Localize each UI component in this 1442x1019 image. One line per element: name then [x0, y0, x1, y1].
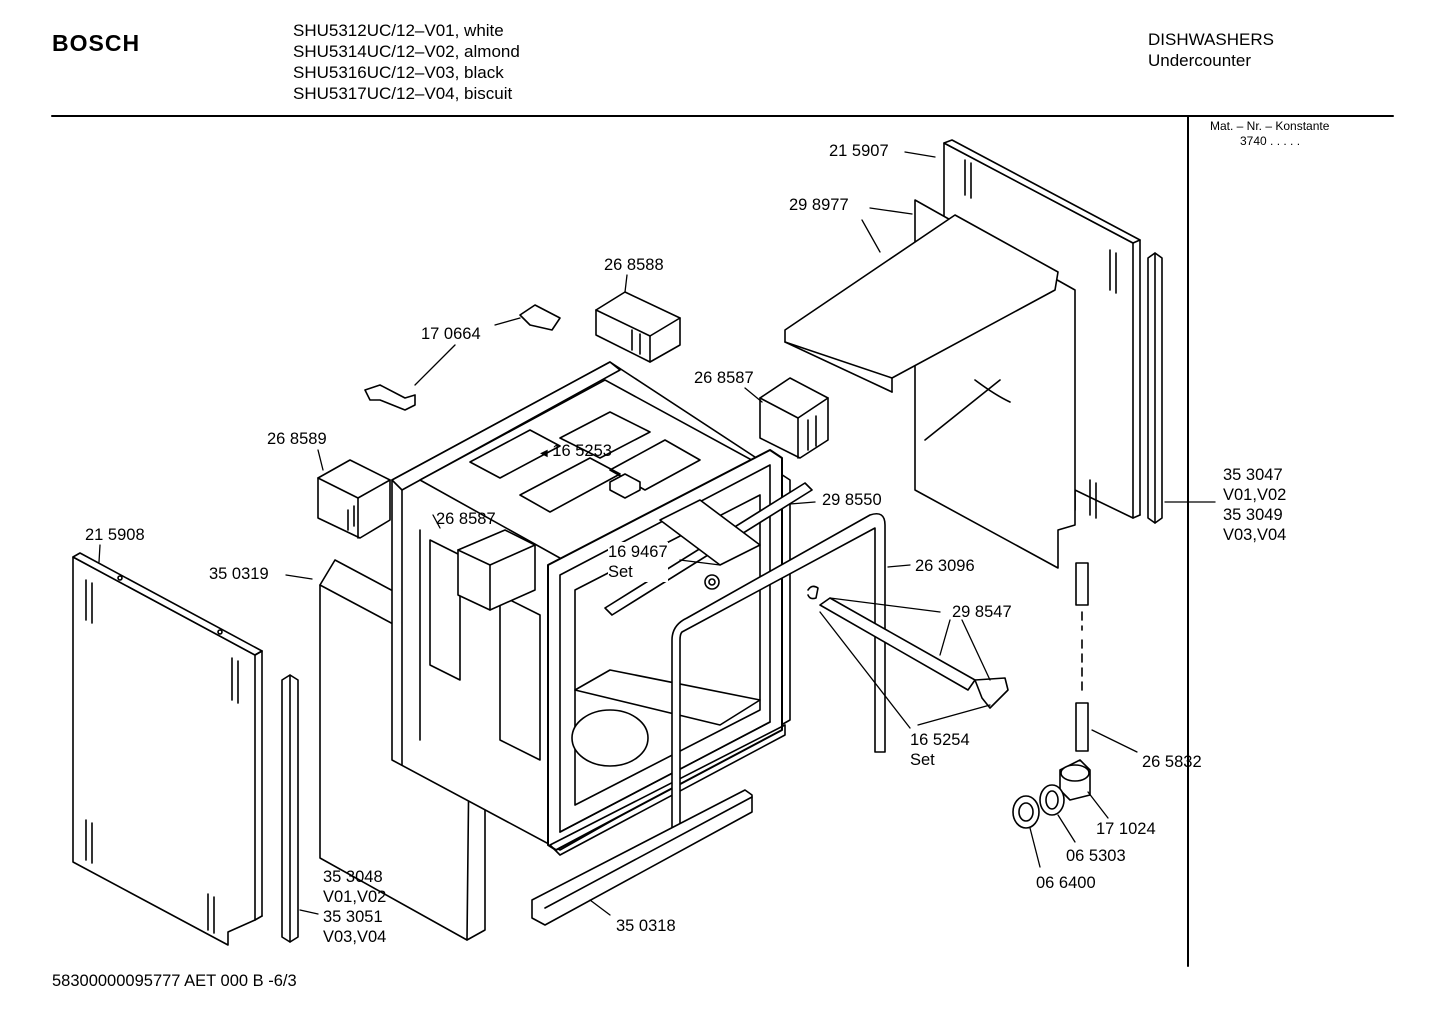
category-title: DISHWASHERS — [1148, 30, 1274, 49]
right-trim-strip — [1147, 252, 1163, 524]
part-label-165254: 16 5254 Set — [910, 731, 970, 769]
model-line-3: SHU5316UC/12–V03, black — [293, 63, 504, 82]
part-label-170664: 17 0664 — [421, 325, 481, 343]
part-label-268589: 26 8589 — [267, 430, 327, 448]
part-label-169467: 16 9467 Set — [608, 542, 668, 582]
part-label-215907: 21 5907 — [829, 142, 889, 160]
catch-part-165253 — [609, 473, 641, 499]
part-label-265832: 26 5832 — [1142, 753, 1202, 771]
part-label-298547: 29 8547 — [952, 603, 1012, 621]
part-label-268587-lower: 26 8587 — [436, 510, 496, 528]
part-label-066400: 06 6400 — [1036, 874, 1096, 892]
part-label-165253: ◀ 16 5253 — [540, 442, 612, 460]
document-code: 58300000095777 AET 000 B -6/3 — [52, 972, 297, 990]
drain-fitting-171024 — [1059, 759, 1091, 801]
drain-hose-265832 — [1075, 562, 1089, 752]
door-gasket-263096 — [671, 512, 886, 849]
part-label-350318: 35 0318 — [616, 917, 676, 935]
part-label-215908: 21 5908 — [85, 526, 145, 544]
brand-logo: BOSCH — [52, 30, 141, 56]
part-label-171024: 17 1024 — [1096, 820, 1156, 838]
hinge-bracket-left — [317, 459, 391, 539]
hinge-bracket-lower — [457, 529, 536, 611]
mounting-bracket-170664 — [364, 304, 561, 411]
part-label-263096: 26 3096 — [915, 557, 975, 575]
left-side-panel — [72, 552, 263, 946]
kick-plate-350318 — [531, 789, 753, 926]
guide-rail-298550 — [604, 482, 813, 616]
mat-number-value: 3740 . . . . . — [1240, 134, 1301, 148]
top-shelf-298977 — [784, 214, 1059, 393]
hinge-bracket-right — [759, 377, 829, 459]
part-label-298977: 29 8977 — [789, 196, 849, 214]
part-label-353047: 35 3047 V01,V02 35 3049 V03,V04 — [1223, 466, 1287, 544]
hinge-bracket-top — [595, 291, 681, 363]
seal-ring-065303 — [1039, 784, 1065, 816]
category-subtitle: Undercounter — [1148, 51, 1252, 70]
tub-body — [391, 361, 791, 856]
part-label-298550: 29 8550 — [822, 491, 882, 509]
left-arrow-icon: ◀ — [540, 448, 548, 459]
model-line-1: SHU5312UC/12–V01, white — [293, 21, 504, 40]
mat-number-label: Mat. – Nr. – Konstante — [1210, 119, 1330, 133]
part-label-268587-upper: 26 8587 — [694, 369, 754, 387]
leader-lines — [98, 151, 1216, 916]
cap-066400 — [1012, 795, 1040, 829]
door-arm-298547 — [807, 585, 1009, 709]
part-label-065303: 06 5303 — [1066, 847, 1126, 865]
model-line-2: SHU5314UC/12–V02, almond — [293, 42, 520, 61]
model-line-4: SHU5317UC/12–V04, biscuit — [293, 84, 513, 103]
part-label-353048: 35 3048 V01,V02 35 3051 V03,V04 — [323, 868, 387, 946]
part-label-268588: 26 8588 — [604, 256, 664, 274]
part-label-350319: 35 0319 — [209, 565, 269, 583]
left-trim-strip — [281, 674, 299, 943]
